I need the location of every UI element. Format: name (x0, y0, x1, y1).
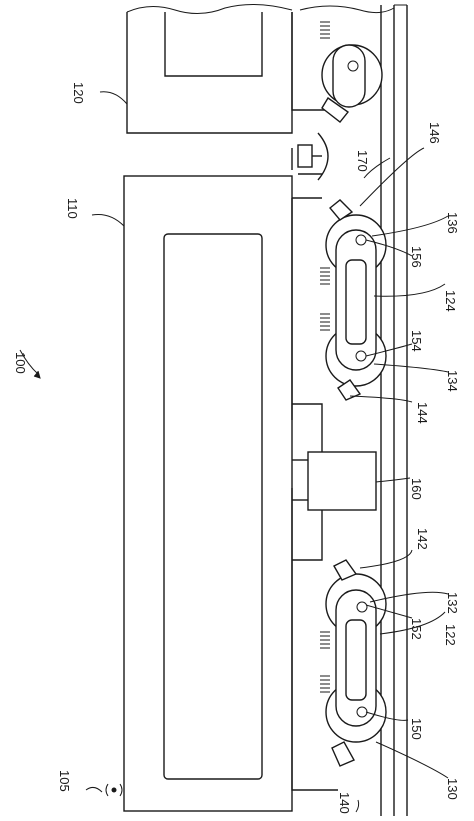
system-arrow (33, 370, 41, 379)
rail-track (380, 4, 408, 816)
label-156: 156 (409, 246, 424, 268)
front-truck (320, 559, 387, 767)
label-140: 140 (337, 792, 352, 814)
label-160: 160 (409, 478, 424, 500)
label-130: 130 (445, 778, 460, 800)
reference-labels: 100 105 110 120 122 124 130 132 134 136 … (13, 82, 460, 814)
label-150: 150 (409, 718, 424, 740)
rear-truck (320, 199, 387, 401)
label-142: 142 (415, 528, 430, 550)
label-136: 136 (445, 212, 460, 234)
label-152: 152 (409, 618, 424, 640)
adjacent-car (126, 3, 395, 134)
module (292, 403, 377, 561)
label-105: 105 (57, 770, 72, 792)
coupler (291, 132, 329, 181)
leader-lines (19, 91, 449, 813)
label-132: 132 (445, 592, 460, 614)
beacon-icon (105, 783, 123, 797)
label-146: 146 (427, 122, 442, 144)
label-110: 110 (65, 198, 80, 219)
spring-top (320, 21, 330, 39)
label-122: 122 (443, 624, 458, 646)
label-134: 134 (445, 370, 460, 392)
label-120: 120 (71, 82, 86, 104)
label-100: 100 (13, 352, 28, 374)
main-car (123, 175, 338, 812)
top-wheel-assembly (321, 44, 383, 123)
label-124: 124 (443, 290, 458, 312)
label-170: 170 (355, 150, 370, 172)
label-154: 154 (409, 330, 424, 352)
label-144: 144 (415, 402, 430, 424)
